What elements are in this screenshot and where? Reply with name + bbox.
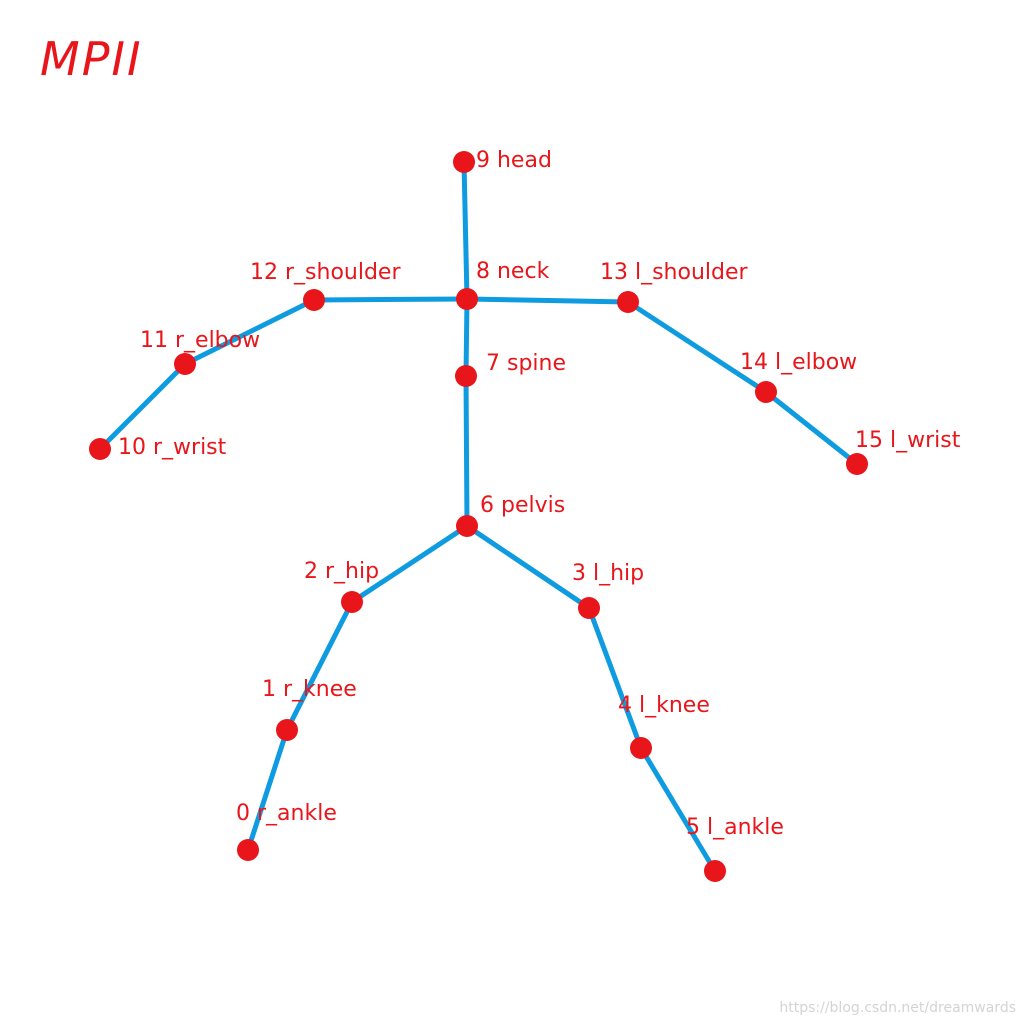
bone-12-11	[182, 297, 317, 367]
diagram-title: MPII	[40, 32, 143, 86]
joint-9	[453, 151, 475, 173]
joint-label-5: 5 l_ankle	[686, 815, 784, 840]
bone-1-0	[245, 727, 290, 853]
joint-label-15: 15 l_wrist	[855, 428, 961, 453]
bone-13-14	[625, 299, 769, 395]
bone-2-1	[284, 599, 355, 733]
joint-13	[617, 291, 639, 313]
bone-3-4	[586, 605, 644, 751]
joint-label-11: 11 r_elbow	[140, 328, 260, 353]
joint-label-2: 2 r_hip	[304, 559, 379, 584]
joint-11	[174, 353, 196, 375]
bone-6-2	[349, 523, 470, 605]
bone-8-12	[311, 296, 470, 303]
joint-14	[755, 381, 777, 403]
joint-label-13: 13 l_shoulder	[600, 260, 749, 285]
joint-label-0: 0 r_ankle	[236, 801, 337, 826]
joint-0	[237, 839, 259, 861]
bone-9-8	[461, 159, 470, 302]
joint-2	[341, 591, 363, 613]
joint-10	[89, 438, 111, 460]
joint-label-3: 3 l_hip	[572, 561, 644, 586]
joint-7	[455, 365, 477, 387]
watermark: https://blog.csdn.net/dreamwards	[779, 1000, 1016, 1016]
bone-4-5	[638, 745, 718, 874]
joint-1	[276, 719, 298, 741]
bone-6-3	[464, 523, 592, 611]
joint-label-6: 6 pelvis	[480, 493, 565, 518]
joint-label-9: 9 head	[476, 148, 552, 173]
joint-6	[456, 515, 478, 537]
joint-label-1: 1 r_knee	[262, 677, 357, 702]
joints-layer	[89, 151, 868, 882]
bone-7-6	[463, 373, 470, 529]
bones-layer	[97, 159, 860, 874]
joint-label-12: 12 r_shoulder	[250, 260, 401, 285]
bone-14-15	[763, 389, 860, 467]
joint-12	[303, 289, 325, 311]
joint-label-8: 8 neck	[476, 259, 550, 284]
bone-8-13	[464, 296, 631, 305]
bone-8-7	[463, 296, 470, 379]
joint-3	[578, 597, 600, 619]
labels-layer: 0 r_ankle 1 r_knee 2 r_hip 3 l_hip 4 l_knee 5…	[118, 148, 961, 840]
joint-5	[704, 860, 726, 882]
joint-8	[456, 288, 478, 310]
joint-15	[846, 453, 868, 475]
joint-label-14: 14 l_elbow	[740, 350, 857, 375]
joint-4	[630, 737, 652, 759]
bone-11-10	[97, 361, 188, 452]
joint-label-4: 4 l_knee	[618, 693, 710, 718]
joint-label-10: 10 r_wrist	[118, 435, 227, 460]
joint-label-7: 7 spine	[486, 351, 566, 376]
